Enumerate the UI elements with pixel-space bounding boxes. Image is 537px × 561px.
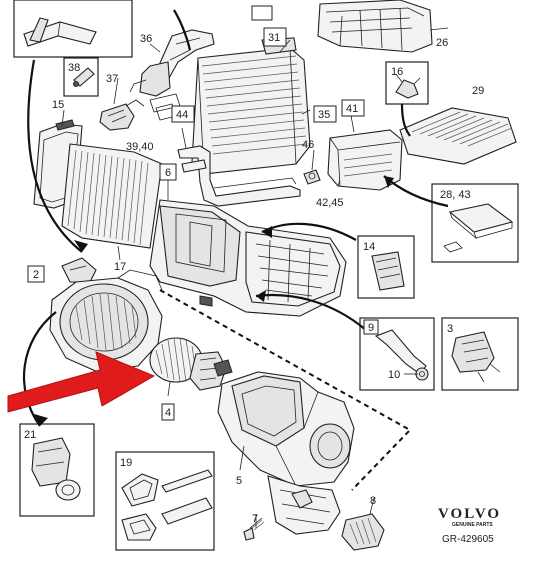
- label-6: 6: [165, 167, 171, 179]
- part-26-housing: [317, 0, 433, 53]
- part-4-blower-motor: [149, 337, 233, 391]
- part-labels: 36 31 26 38 37 16 29 15 44 35 41 39,40 4…: [24, 27, 484, 525]
- leader-lines: [22, 9, 449, 427]
- label-21: 21: [24, 429, 36, 441]
- label-16: 16: [391, 66, 403, 78]
- label-44: 44: [176, 109, 188, 121]
- label-10: 10: [388, 369, 400, 381]
- label-15: 15: [52, 99, 64, 111]
- label-leader-lines: [61, 27, 449, 528]
- label-31: 31: [268, 32, 280, 44]
- label-46: 46: [302, 139, 314, 151]
- label-2: 2: [33, 269, 39, 281]
- label-19: 19: [120, 457, 132, 469]
- callout-box-3: [441, 317, 519, 391]
- label-35: 35: [318, 109, 330, 121]
- part-29-evaporator: [399, 107, 517, 165]
- label-28-43: 28, 43: [440, 189, 471, 201]
- label-37: 37: [106, 73, 118, 85]
- callout-box-19: [115, 451, 215, 551]
- label-8: 8: [370, 495, 376, 507]
- label-5: 5: [236, 475, 242, 487]
- tag-44: [171, 105, 195, 123]
- callout-tag-top: [251, 5, 273, 21]
- tag-35: [313, 105, 337, 123]
- label-3: 3: [447, 323, 453, 335]
- callout-box-top-left: [13, 0, 133, 58]
- part-44-pipes: [177, 145, 301, 207]
- callout-box-14: [357, 235, 415, 299]
- tag-41: [341, 99, 365, 117]
- part-6-main-housing: [149, 199, 347, 317]
- part-46-fitting: [303, 169, 321, 185]
- reference-number: GR-429605: [442, 534, 494, 545]
- assembly-dashed-lines: [159, 289, 412, 491]
- callout-box-38: [63, 57, 99, 97]
- callout-box-16: [385, 61, 429, 105]
- callout-box-21: [19, 423, 95, 517]
- label-36: 36: [140, 33, 152, 45]
- brand-subtitle: GENUINE PARTS: [452, 522, 493, 528]
- label-42-45: 42,45: [316, 197, 344, 209]
- brand-logo: VOLVO: [438, 506, 501, 522]
- tag-9: [363, 319, 379, 335]
- label-39-40: 39,40: [126, 141, 154, 153]
- label-14: 14: [363, 241, 375, 253]
- tag-6: [159, 163, 177, 181]
- label-29: 29: [472, 85, 484, 97]
- label-17: 17: [114, 261, 126, 273]
- label-41: 41: [346, 103, 358, 115]
- label-26: 26: [436, 37, 448, 49]
- label-4: 4: [165, 407, 171, 419]
- part-2-actuator: [61, 257, 97, 283]
- tag-31: [263, 27, 287, 47]
- label-38: 38: [68, 62, 80, 74]
- brand-block: VOLVO GENUINE PARTS GR-429605: [438, 506, 501, 545]
- label-9: 9: [368, 322, 374, 334]
- part-39-40-sensor: [99, 99, 145, 131]
- part-5-fan-housing: [217, 371, 355, 535]
- callout-box-28-43: [431, 183, 519, 263]
- tag-4: [161, 403, 175, 421]
- part-8-resistor: [341, 513, 385, 551]
- part-17-cabin-filter: [61, 143, 163, 249]
- part-7-screw: [243, 517, 265, 541]
- label-7: 7: [252, 513, 258, 525]
- tag-2: [27, 265, 45, 283]
- red-highlight-arrow: [7, 351, 156, 413]
